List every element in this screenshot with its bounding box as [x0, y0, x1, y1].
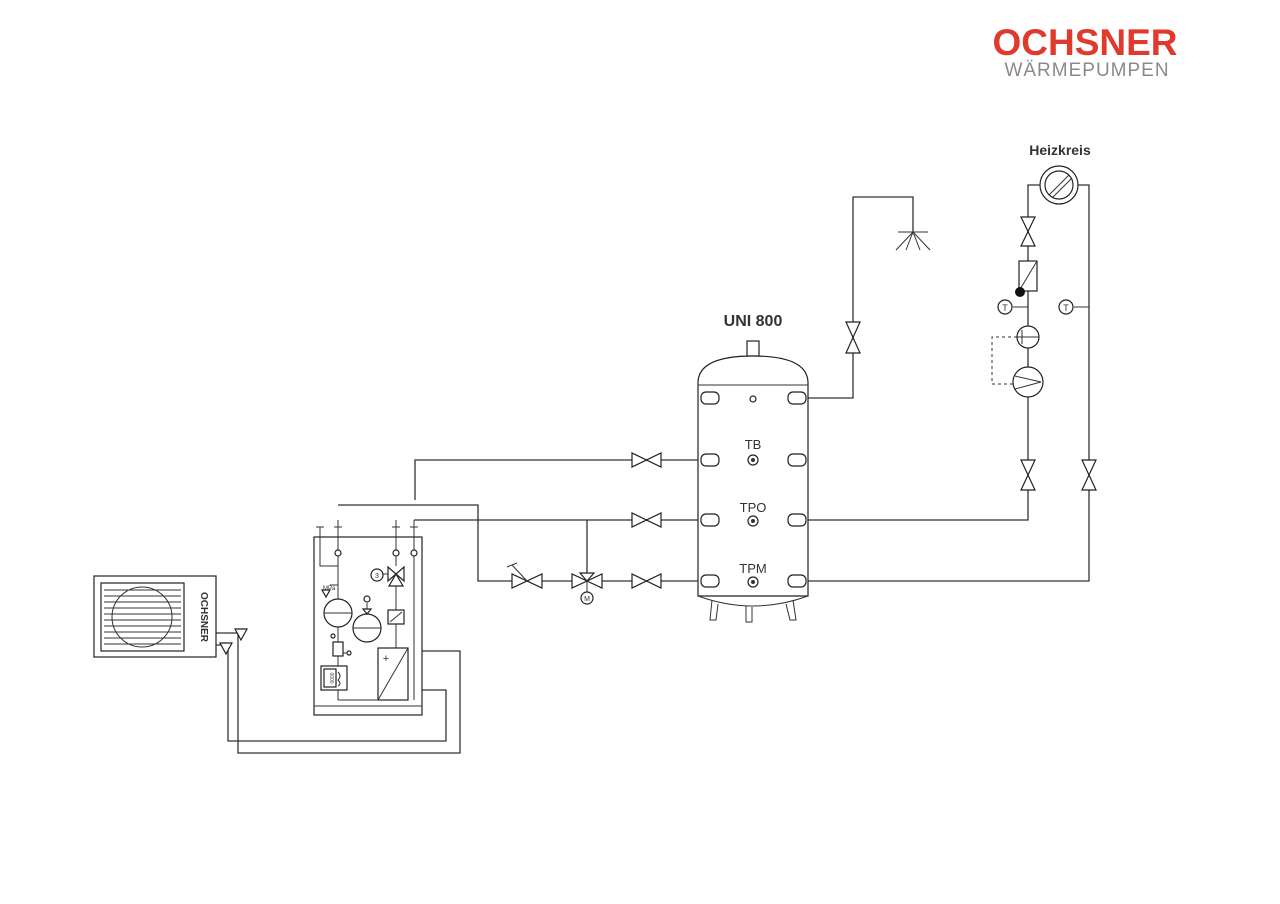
controller-display-value: 0000 — [328, 672, 334, 683]
tank-top-port — [749, 395, 757, 403]
safety-valve-icon — [320, 589, 332, 599]
flow-switch — [332, 641, 344, 657]
ochsner-logo: OCHSNER WÄRMEPUMPEN — [992, 22, 1177, 81]
circulation-pump-icon — [1012, 366, 1044, 398]
tank-leg-mid — [745, 606, 753, 623]
pipe-top-vent — [808, 196, 914, 399]
tank-label: UNI 800 — [724, 313, 783, 330]
three-way-motor-valve: M — [571, 572, 603, 605]
pump-control-line — [991, 336, 1017, 385]
connector-lower — [218, 642, 234, 656]
internal-pump-icon — [370, 568, 384, 582]
pipe-network — [216, 184, 1090, 754]
logo-subtitle: WÄRMEPUMPEN — [1004, 60, 1169, 81]
storage-tank: UNI 800 TB TPO TPM — [697, 313, 809, 623]
tank-leg-left — [709, 599, 719, 621]
indoor-module: 3 MPa 0000 + — [313, 520, 423, 716]
valve-heating-supply — [1020, 459, 1036, 491]
pipe-hp-loop-outer — [216, 632, 461, 754]
temp-sensor-supply-letter: T — [1002, 303, 1008, 313]
pipe-tb-line — [414, 459, 698, 500]
sensor-tb-label: TB — [745, 437, 762, 452]
pipe-heating-return — [808, 184, 1090, 582]
valve-tpo — [631, 512, 662, 528]
check-valve-ball — [1015, 287, 1025, 297]
tank-ports — [700, 391, 807, 588]
valve-tb — [631, 452, 662, 468]
valve-heating-top — [1020, 216, 1036, 247]
fan-grille-icon — [104, 586, 181, 648]
internal-pump-mark: 3 — [375, 573, 379, 580]
valve-tpm — [631, 573, 662, 589]
motor-letter: M — [584, 596, 590, 603]
open-vent-symbol — [895, 231, 931, 251]
sensor-tpo-label: TPO — [740, 500, 767, 515]
connector-upper — [233, 628, 249, 642]
valve-heating-return — [1081, 459, 1097, 491]
outdoor-unit-brand: OCHSNER — [198, 592, 209, 643]
temp-sensor-supply-icon — [997, 299, 1013, 315]
tank-body — [697, 355, 809, 597]
tank-top-nozzle — [746, 340, 760, 357]
valve-vent-line — [845, 321, 861, 354]
motor-actuator-icon — [580, 591, 594, 605]
temp-sensor-return-letter: T — [1063, 303, 1069, 313]
safety-valve-label: MPa — [323, 586, 336, 592]
heating-circuit-label: Heizkreis — [1029, 142, 1091, 158]
valves — [506, 216, 1097, 589]
heating-circuit: Heizkreis T T — [991, 142, 1091, 398]
tank-leg-right — [785, 599, 797, 621]
temp-sensor-return-icon — [1058, 299, 1074, 315]
outdoor-unit: OCHSNER — [93, 575, 249, 658]
sensor-tpm-label: TPM — [739, 561, 766, 576]
pipe-heating-supply — [808, 184, 1040, 521]
heat-exchanger-plus: + — [383, 653, 389, 665]
logo-brand-name: OCHSNER — [992, 22, 1177, 63]
